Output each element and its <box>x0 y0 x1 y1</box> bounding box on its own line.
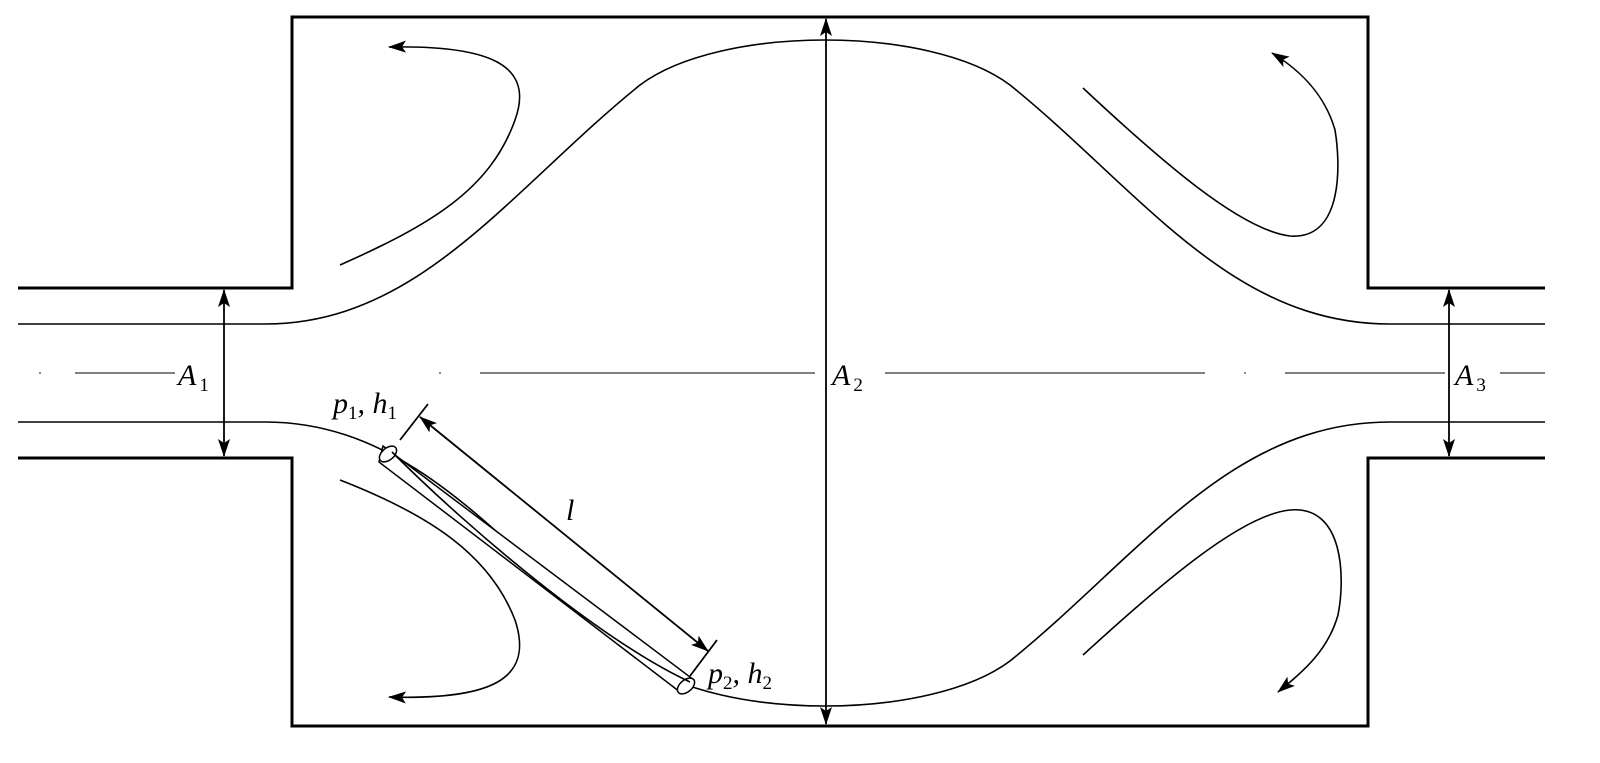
upper-right-eddy <box>1082 52 1339 237</box>
length-dimension-arrow <box>419 416 709 652</box>
label-length: l <box>566 494 574 527</box>
length-tick-start <box>399 403 429 441</box>
label-p1-h1: p1, h1 <box>331 387 397 424</box>
centerline <box>39 372 1545 374</box>
length-tick-end <box>689 639 718 677</box>
stream-tube-element <box>378 444 696 695</box>
lower-duct-wall <box>18 456 1545 728</box>
upper-flow-streamline <box>18 39 1545 325</box>
lower-left-eddy <box>339 479 521 704</box>
upper-left-eddy <box>339 40 521 266</box>
upper-duct-wall <box>18 15 1545 290</box>
lower-flow-streamline <box>18 421 1545 707</box>
lower-right-eddy <box>1082 509 1342 693</box>
label-p2-h2: p2, h2 <box>706 657 772 694</box>
